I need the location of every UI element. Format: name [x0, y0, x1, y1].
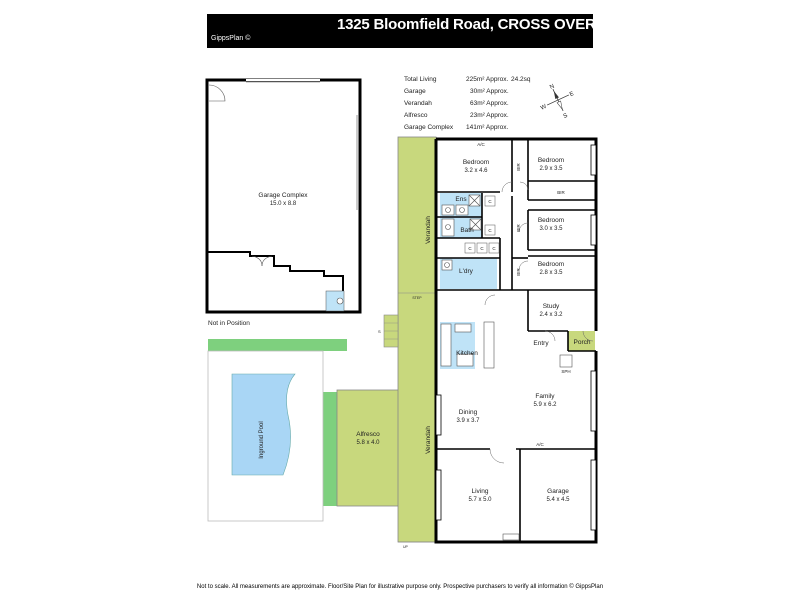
porch-floor: [568, 331, 595, 351]
alfresco: Alfresco 5.8 x 4.0: [336, 389, 401, 507]
bedroom4-size: 2.8 x 3.5: [539, 270, 563, 276]
garage-complex: Garage Complex 15.0 x 8.8: [205, 78, 362, 314]
not-in-position-label: Not in Position: [208, 320, 250, 327]
area-value-1: 30m² Approx.: [470, 88, 509, 95]
ensuite-label: Ens: [455, 196, 467, 203]
dining-size: 3.9 x 3.7: [456, 418, 480, 424]
lawn-strip: [208, 339, 347, 351]
brand-label: GippsPlan ©: [211, 35, 251, 42]
area-name-1: Garage: [404, 88, 426, 95]
entry-label: Entry: [533, 340, 549, 347]
bir-mark-1: BIR: [516, 163, 521, 171]
alfresco-label: Alfresco: [356, 431, 380, 438]
side-steps: S: [378, 314, 399, 348]
door-swings: [484, 181, 594, 464]
bedroom3-size: 3.0 x 3.5: [539, 226, 563, 232]
step-label: STEP: [412, 296, 422, 300]
area-name-0: Total Living: [404, 76, 437, 83]
compass-e: E: [569, 91, 575, 98]
bir-mark-4: BIR: [516, 268, 521, 276]
area-name-2: Verandah: [404, 100, 432, 107]
room-labels: Bedroom 3.2 x 4.6 Bedroom 2.9 x 3.5 Bedr…: [455, 157, 590, 503]
cupboard-mark-1: C: [488, 199, 492, 204]
plan-marks: BIR BIR BIR BIR C C C C C A/C A/C SPH: [468, 142, 570, 447]
page-title: 1325 Bloomfield Road, CROSS OVER: [337, 16, 596, 33]
house-walls: [434, 137, 598, 544]
inground-pool-label: Inground Pool: [259, 421, 265, 458]
bir-mark-3: BIR: [516, 224, 521, 232]
garage-complex-label: Garage Complex: [258, 192, 308, 199]
bedroom4-label: Bedroom: [538, 261, 564, 268]
garage-size: 5.4 x 4.5: [546, 497, 570, 503]
area-name-4: Garage Complex: [404, 124, 454, 131]
dining-label: Dining: [459, 409, 478, 416]
garage-complex-size: 15.0 x 8.8: [270, 201, 297, 207]
fixtures: [440, 194, 573, 541]
ac-mark-2: A/C: [536, 442, 544, 447]
study-label: Study: [543, 303, 560, 310]
ac-mark-1: A/C: [477, 142, 485, 147]
bath-label: Bath: [460, 227, 474, 234]
area-name-3: Alfresco: [404, 112, 428, 119]
inground-pool: Inground Pool: [207, 350, 324, 522]
living-label: Living: [472, 488, 489, 495]
area-value-2: 63m² Approx.: [470, 100, 509, 107]
area-table: Total Living 225m² Approx. 24.2sq Garage…: [404, 76, 531, 131]
family-size: 5.9 x 6.2: [533, 402, 557, 408]
compass-n: N: [549, 84, 555, 91]
garage-label: Garage: [547, 488, 569, 495]
area-extra-0: 24.2sq: [511, 76, 531, 83]
family-label: Family: [535, 393, 555, 400]
bedroom1-size: 3.2 x 4.6: [464, 168, 488, 174]
area-value-0: 225m² Approx.: [466, 76, 508, 83]
sph-mark: SPH: [561, 369, 570, 374]
bedroom1-label: Bedroom: [463, 159, 489, 166]
bedroom3-label: Bedroom: [538, 217, 564, 224]
area-value-3: 23m² Approx.: [470, 112, 509, 119]
alfresco-size: 5.8 x 4.0: [356, 440, 380, 446]
footer-disclaimer: Not to scale. All measurements are appro…: [196, 584, 604, 590]
verandah: Verandah Verandah STEP UP: [397, 136, 437, 549]
kitchen-label: Kitchen: [456, 350, 478, 357]
up-label: UP: [403, 545, 409, 549]
verandah-label-lower: Verandah: [425, 426, 432, 454]
cupboard-mark-3: C: [468, 246, 472, 251]
bedroom2-label: Bedroom: [538, 157, 564, 164]
header-bar: 1325 Bloomfield Road, CROSS OVER GippsPl…: [207, 14, 596, 48]
porch-label: Porch: [574, 339, 591, 346]
study-size: 2.4 x 3.2: [539, 312, 563, 318]
windows: [435, 144, 597, 531]
bedroom2-size: 2.9 x 3.5: [539, 166, 563, 172]
laundry-label: L'dry: [459, 268, 474, 275]
steps-s-label: S: [378, 329, 381, 334]
bir-mark-2: BIR: [557, 190, 565, 195]
living-size: 5.7 x 5.0: [468, 497, 492, 503]
compass-s: S: [563, 113, 569, 120]
area-value-4: 141m² Approx.: [466, 124, 508, 131]
compass-w: W: [540, 104, 548, 112]
cupboard-mark-4: C: [480, 246, 484, 251]
cupboard-mark-5: C: [492, 246, 496, 251]
cupboard-mark-2: C: [488, 228, 492, 233]
lawn-side: [322, 392, 338, 506]
cupboard-boxes: [464, 195, 500, 254]
verandah-label-upper: Verandah: [425, 216, 432, 244]
compass-icon: N S E W: [540, 84, 575, 120]
